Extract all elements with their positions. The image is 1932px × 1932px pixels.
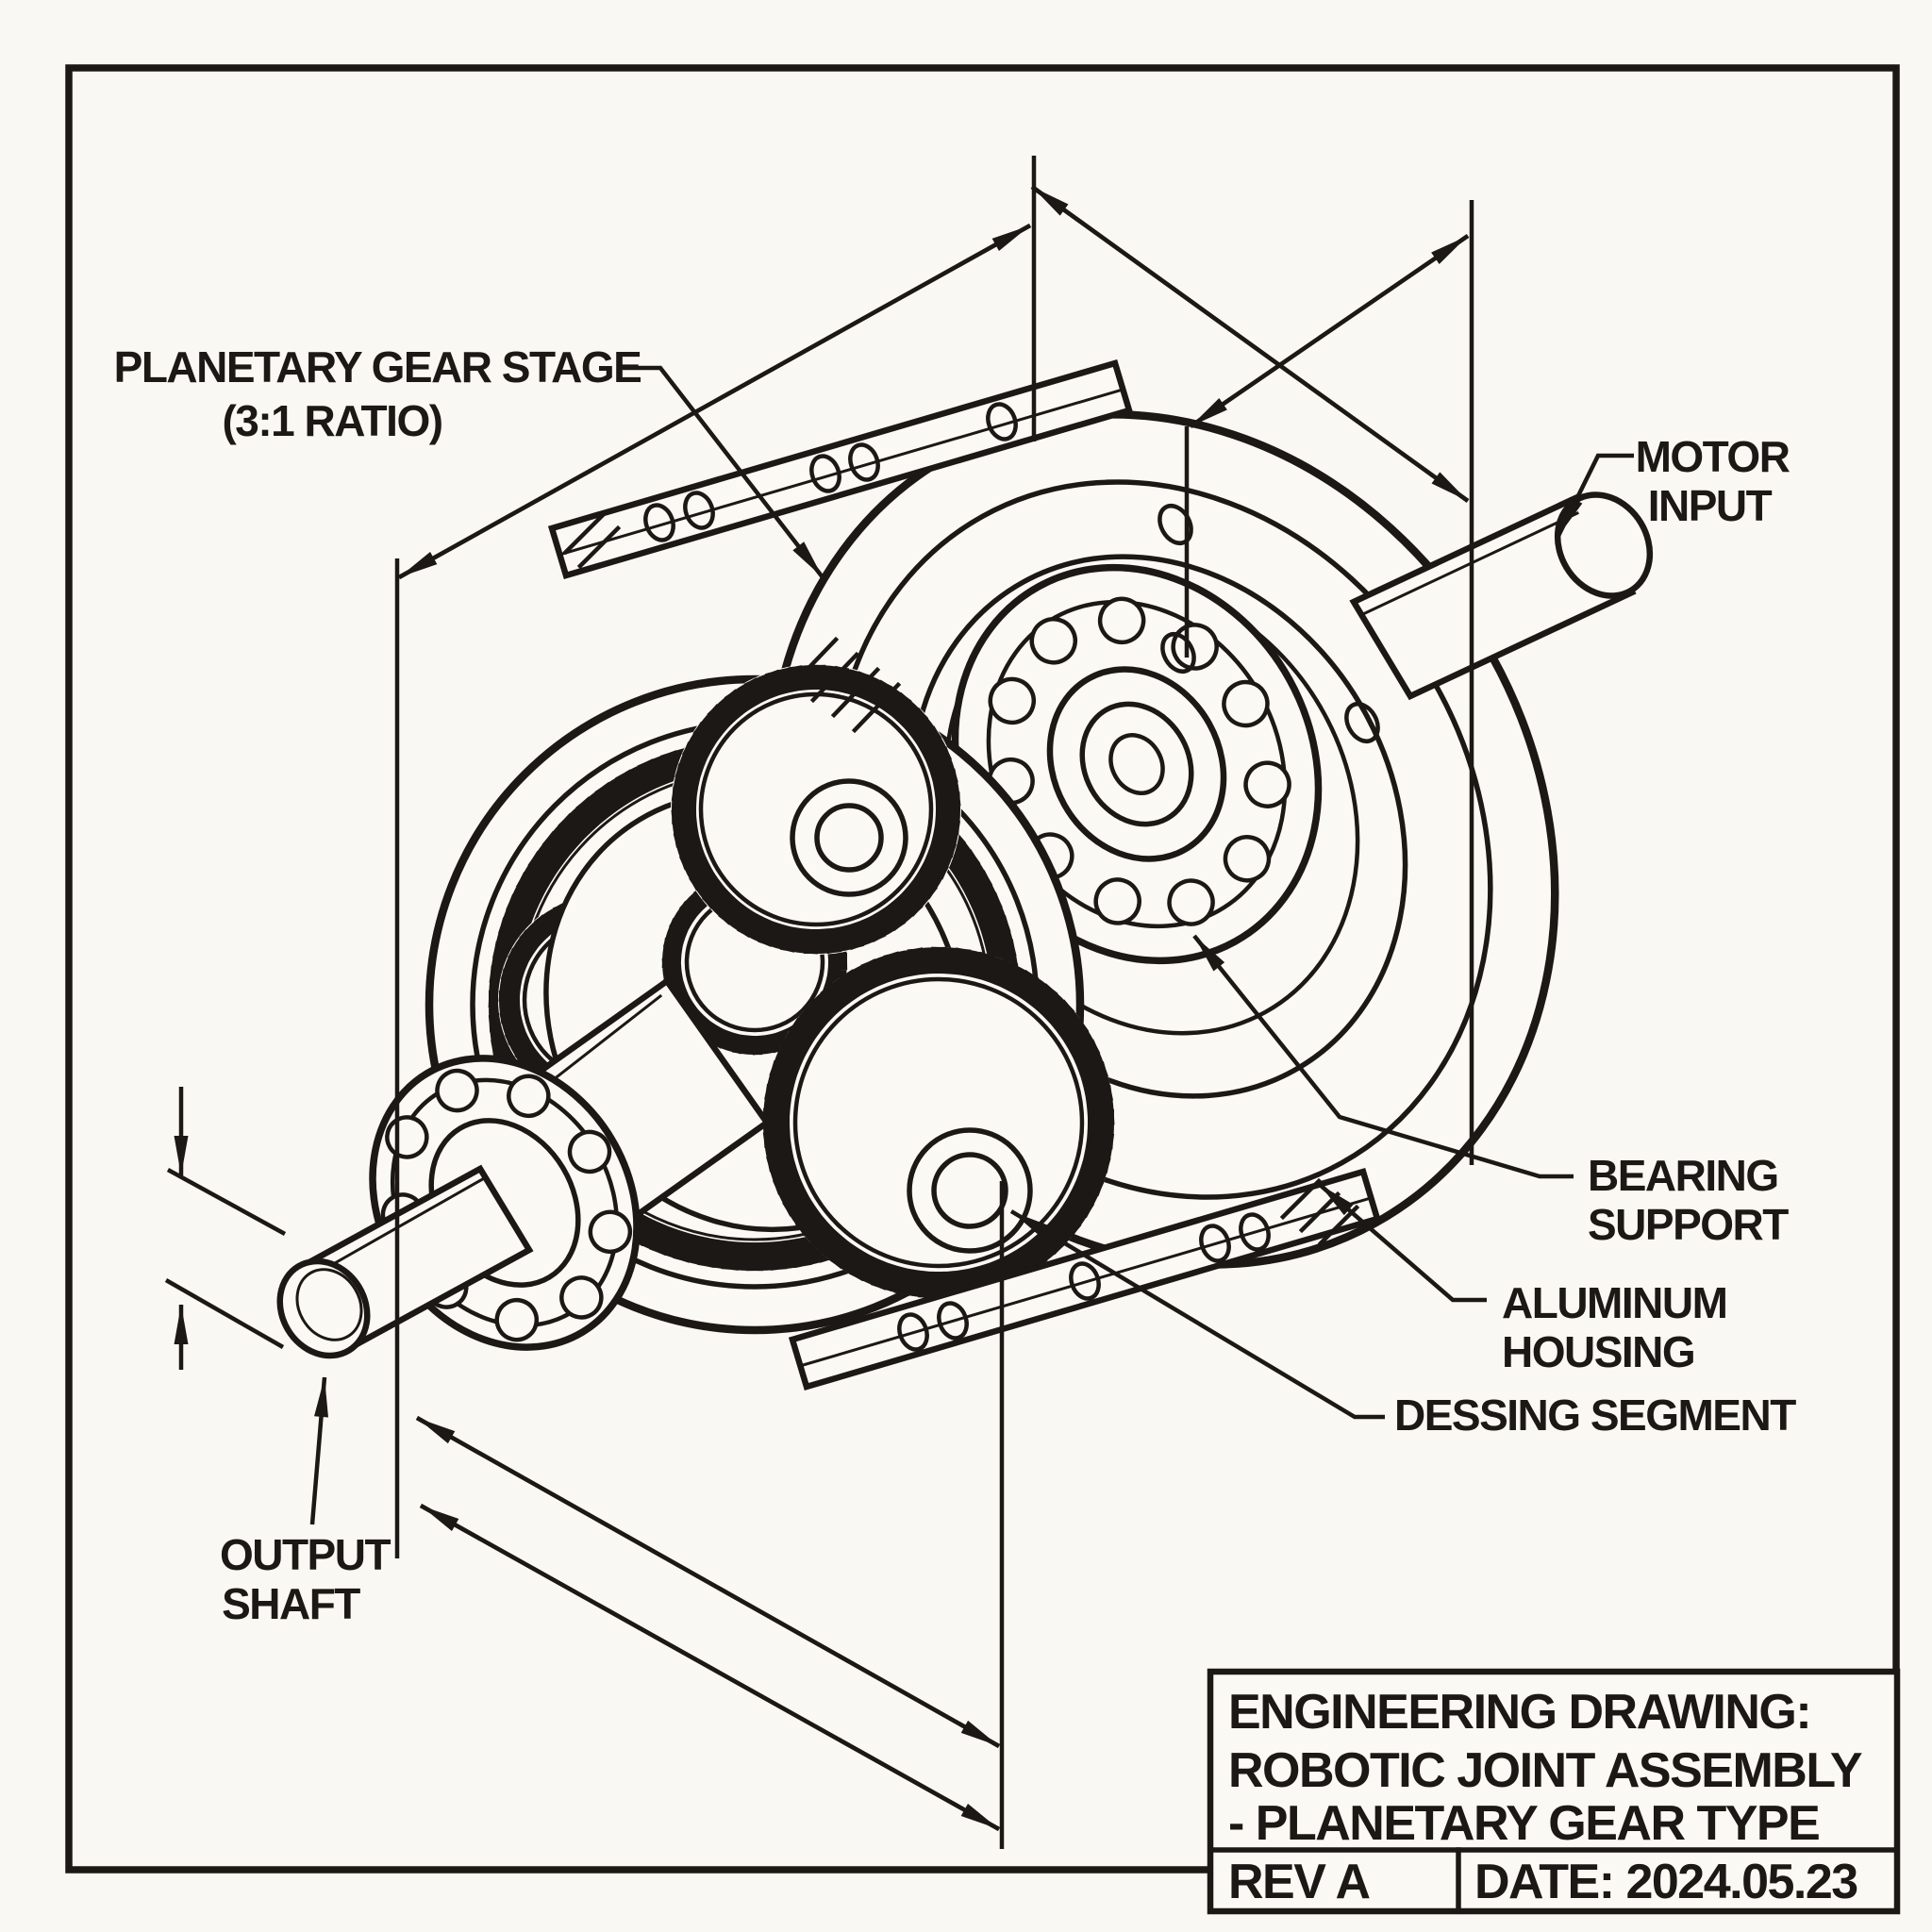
title-block-title-line3: - PLANETARY GEAR TYPE — [1228, 1796, 1819, 1851]
label-output-shaft-1: OUTPUT — [220, 1530, 391, 1579]
flange-strip-edge — [798, 1196, 1373, 1368]
hatch-line — [809, 651, 860, 704]
bearing-ball — [567, 1129, 612, 1174]
label-aluminum-housing-1: ALUMINUM — [1502, 1278, 1726, 1327]
output-assembly — [276, 976, 772, 1359]
section-hole — [1199, 1224, 1231, 1263]
bearing-ball — [1243, 760, 1291, 808]
bearing-ball — [588, 1209, 633, 1255]
bearing-ball — [1029, 617, 1078, 665]
label-motor-input-1: MOTOR — [1636, 432, 1790, 481]
hatch-line — [562, 510, 608, 556]
dimension-overall-length — [1030, 185, 1470, 503]
dimension-housing-depth — [1189, 234, 1470, 428]
title-block-title-line2: ROBOTIC JOINT ASSEMBLY — [1228, 1743, 1862, 1798]
section-hole — [809, 454, 841, 493]
label-output-shaft-2: SHAFT — [222, 1579, 360, 1628]
leader-bearing-support — [1192, 934, 1574, 1179]
output-shaft-end-cap — [276, 1257, 371, 1359]
cut-hatching — [789, 636, 902, 734]
bearing-ball — [507, 1074, 551, 1119]
face-hole — [1160, 631, 1196, 675]
bearing-hub — [1079, 701, 1194, 827]
gear-teeth — [763, 947, 1114, 1298]
dimension-shaft-diameter — [164, 1087, 287, 1370]
section-hole — [986, 402, 1018, 441]
title-block-frame — [1207, 1668, 1901, 1915]
section-hole — [683, 491, 715, 530]
leader-lines — [309, 365, 1634, 1525]
bearing-ball — [1222, 679, 1270, 728]
motor-input-shaft — [1349, 491, 1654, 701]
bearing-ball — [1223, 835, 1272, 883]
gear-bore — [814, 803, 884, 873]
face-hole — [1344, 701, 1380, 744]
hatch-line — [576, 525, 622, 570]
label-planetary-ratio: (3:1 RATIO) — [222, 396, 441, 445]
planet-gear-top — [671, 664, 961, 955]
planet-gear-bottom — [763, 947, 1114, 1298]
section-hole — [1069, 1261, 1101, 1301]
hatch-line — [1279, 1177, 1323, 1221]
title-block-revision: REV A — [1228, 1855, 1370, 1909]
flange-strip — [788, 1167, 1382, 1391]
label-planetary-gear-stage: PLANETARY GEAR STAGE — [114, 342, 641, 391]
bearing-bore — [1108, 733, 1165, 795]
title-block: ENGINEERING DRAWING: ROBOTIC JOINT ASSEM… — [1207, 1668, 1901, 1915]
section-hole — [897, 1312, 929, 1352]
extension-tick — [164, 1278, 285, 1349]
label-aluminum-housing-2: HOUSING — [1502, 1327, 1694, 1376]
gear-bore — [931, 1152, 1008, 1229]
section-hole — [1239, 1212, 1271, 1252]
title-block-date: DATE: 2024.05.23 — [1474, 1855, 1857, 1909]
hatch-line — [830, 666, 881, 719]
flange-strip-edge — [558, 388, 1124, 557]
output-shaft-chamfer — [295, 1268, 363, 1341]
title-block-title-line1: ENGINEERING DRAWING: — [1228, 1685, 1810, 1740]
leader-dessing-segment — [1009, 1209, 1385, 1420]
dimension-bottom-inner — [419, 1504, 1001, 1831]
label-dessing-segment: DESSING SEGMENT — [1394, 1391, 1796, 1440]
bearing-ball — [559, 1275, 604, 1320]
bearing-ball — [1097, 596, 1146, 645]
bearing-ball — [1093, 877, 1141, 925]
leader-output-shaft — [309, 1376, 328, 1525]
dimension-stage-width — [397, 224, 1032, 579]
leader-aluminum-housing — [1317, 1182, 1487, 1303]
output-shaft-highlight — [310, 1174, 489, 1278]
bearing-ball — [435, 1068, 479, 1113]
bearing-ball — [1167, 878, 1215, 926]
gear-teeth — [672, 665, 960, 954]
section-hole — [643, 503, 675, 542]
gear-face — [792, 976, 1085, 1269]
callout-labels: PLANETARY GEAR STAGE (3:1 RATIO) MOTOR I… — [114, 342, 1798, 1628]
bearing-ball — [988, 676, 1037, 725]
section-hole — [848, 442, 880, 482]
extension-tick — [166, 1168, 287, 1236]
dimension-bottom-outer — [415, 1416, 1001, 1748]
gearbox-assembly-drawing — [276, 358, 1654, 1391]
dimension-lines — [164, 156, 1474, 1849]
label-motor-input-2: INPUT — [1648, 481, 1773, 530]
label-bearing-support-1: BEARING — [1588, 1151, 1778, 1200]
leader-planetary-gear-stage — [623, 365, 824, 579]
label-bearing-support-2: SUPPORT — [1588, 1200, 1789, 1249]
hatch-line — [789, 636, 840, 689]
page-border-frame — [65, 64, 1900, 1874]
top-flange-section — [547, 358, 1134, 580]
leader-motor-input — [1556, 453, 1634, 537]
bearing-ball — [494, 1297, 540, 1342]
hatch-line — [851, 681, 902, 734]
flange-strip — [547, 358, 1134, 580]
section-hole — [937, 1301, 969, 1341]
